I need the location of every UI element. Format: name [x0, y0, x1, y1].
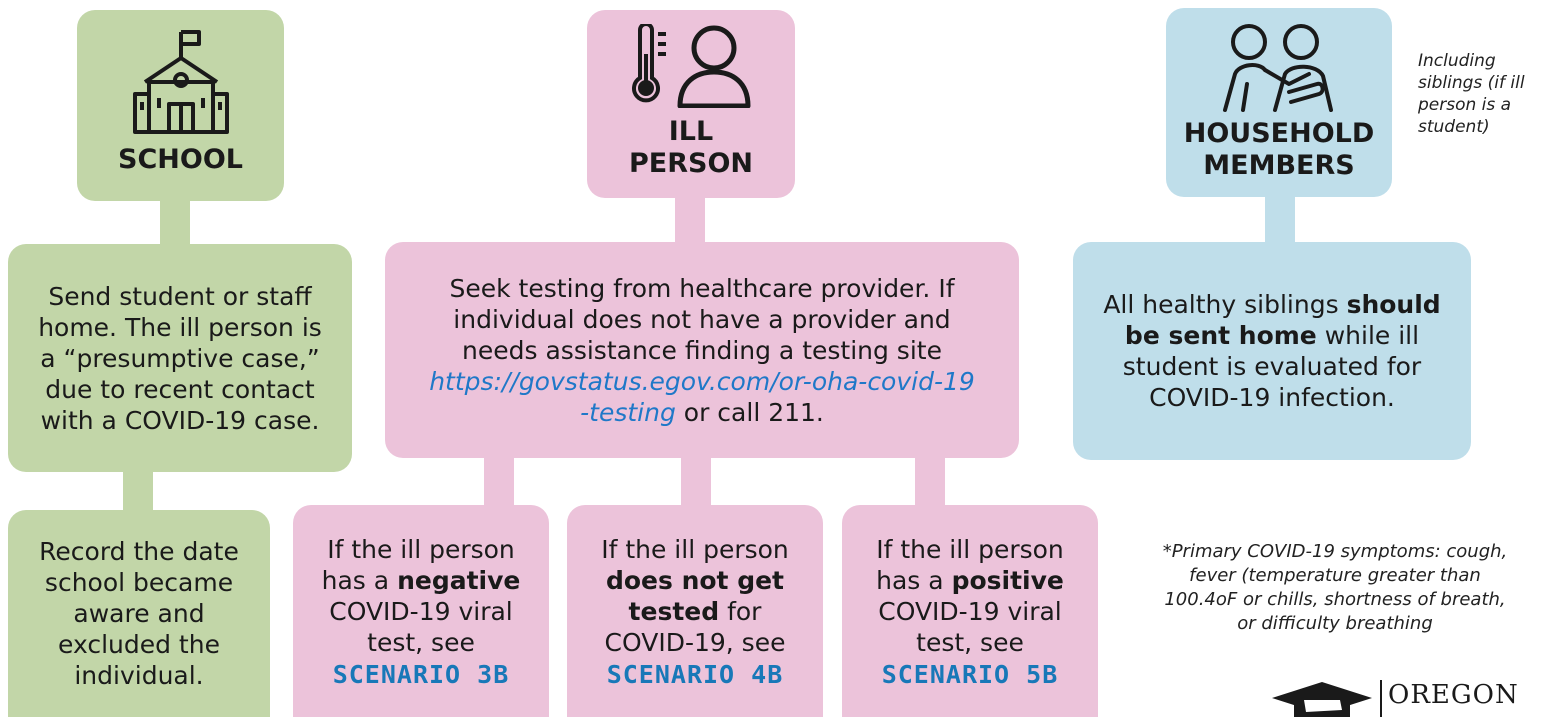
- scenario-3b-box: If the ill person has a negative COVID-1…: [293, 505, 549, 717]
- seek-testing-box: Seek testing from healthcare provider. I…: [385, 242, 1019, 458]
- scenario-3b-pre: If the ill person has a: [321, 534, 515, 595]
- household-text-after: while ill student is evaluated for COVID…: [1122, 321, 1422, 412]
- scenario-3b-bold: negative: [397, 565, 521, 595]
- ill-person-title-line2: PERSON: [628, 148, 754, 179]
- scenario-4b-pre: If the ill person: [601, 534, 789, 564]
- school-title: SCHOOL: [118, 144, 243, 175]
- household-text-before: All healthy siblings: [1103, 290, 1339, 319]
- household-title-line2: MEMBERS: [1203, 150, 1355, 181]
- scenario-3b-post: COVID-19 viral test, see: [329, 596, 513, 657]
- scenario-5b-box: If the ill person has a positive COVID-1…: [842, 505, 1098, 717]
- connector-ill-to-testing: [675, 196, 705, 244]
- school-record-date-box: Record the date school became aware and …: [8, 510, 270, 717]
- scenario-5b-text: If the ill person has a positive COVID-1…: [858, 534, 1082, 658]
- scenario-5b-link[interactable]: SCENARIO 5B: [881, 659, 1059, 689]
- school-record-date-text: Record the date school became aware and …: [39, 537, 239, 690]
- household-send-home-text: All healthy siblings should be sent home…: [1099, 289, 1445, 413]
- scenario-3b-text: If the ill person has a negative COVID-1…: [309, 534, 533, 658]
- household-title-line1: HOUSEHOLD: [1183, 118, 1375, 149]
- scenario-5b-pre: If the ill person has a: [876, 534, 1064, 595]
- household-send-home-box: All healthy siblings should be sent home…: [1073, 242, 1471, 460]
- school-send-home-box: Send student or staff home. The ill pers…: [8, 244, 352, 472]
- scenario-4b-box: If the ill person does not get tested fo…: [567, 505, 823, 717]
- household-text-bold: should be sent home: [1124, 290, 1441, 350]
- connector-testing-to-scenario-4b: [681, 456, 711, 508]
- oregon-logo: OREGON: [1270, 680, 1560, 717]
- school-building-icon: [132, 28, 229, 136]
- oregon-logo-text: OREGON: [1388, 680, 1519, 710]
- seek-testing-text: Seek testing from healthcare provider. I…: [425, 273, 979, 428]
- household-members-icon: [1219, 22, 1339, 114]
- school-send-home-text: Send student or staff home. The ill pers…: [38, 281, 322, 435]
- thermometer-icon: [630, 24, 670, 108]
- connector-school-to-step1: [160, 200, 190, 246]
- person-icon: [676, 24, 752, 108]
- scenario-4b-text: If the ill person does not get tested fo…: [583, 534, 807, 658]
- ill-person-header: ILL PERSON: [587, 10, 795, 198]
- connector-testing-to-scenario-3b: [484, 456, 514, 508]
- school-header: SCHOOL: [77, 10, 284, 201]
- connector-step1-to-step2: [123, 470, 153, 512]
- connector-household-to-box: [1265, 196, 1295, 244]
- scenario-5b-bold: positive: [951, 565, 1064, 595]
- scenario-4b-link[interactable]: SCENARIO 4B: [606, 659, 784, 689]
- scenario-5b-post: COVID-19 viral test, see: [878, 596, 1062, 657]
- scenario-4b-bold: does not get tested: [605, 565, 785, 626]
- ill-person-title-line1: ILL: [668, 116, 714, 147]
- connector-testing-to-scenario-5b: [915, 456, 945, 508]
- logo-divider: [1380, 680, 1382, 717]
- seek-testing-text-after: or call 211.: [683, 397, 824, 427]
- oregon-graduation-cap-icon: [1270, 680, 1374, 717]
- household-header: HOUSEHOLD MEMBERS: [1166, 8, 1392, 197]
- testing-site-link[interactable]: https://govstatus.egov.com/or-oha-covid-…: [429, 366, 975, 427]
- scenario-4b-post: for COVID-19, see: [604, 596, 786, 657]
- seek-testing-text-before: Seek testing from healthcare provider. I…: [449, 273, 955, 365]
- symptoms-note: *Primary COVID-19 symptoms: cough, fever…: [1162, 541, 1508, 634]
- household-note: Including siblings (if ill person is a s…: [1418, 51, 1525, 137]
- scenario-3b-link[interactable]: SCENARIO 3B: [332, 659, 510, 689]
